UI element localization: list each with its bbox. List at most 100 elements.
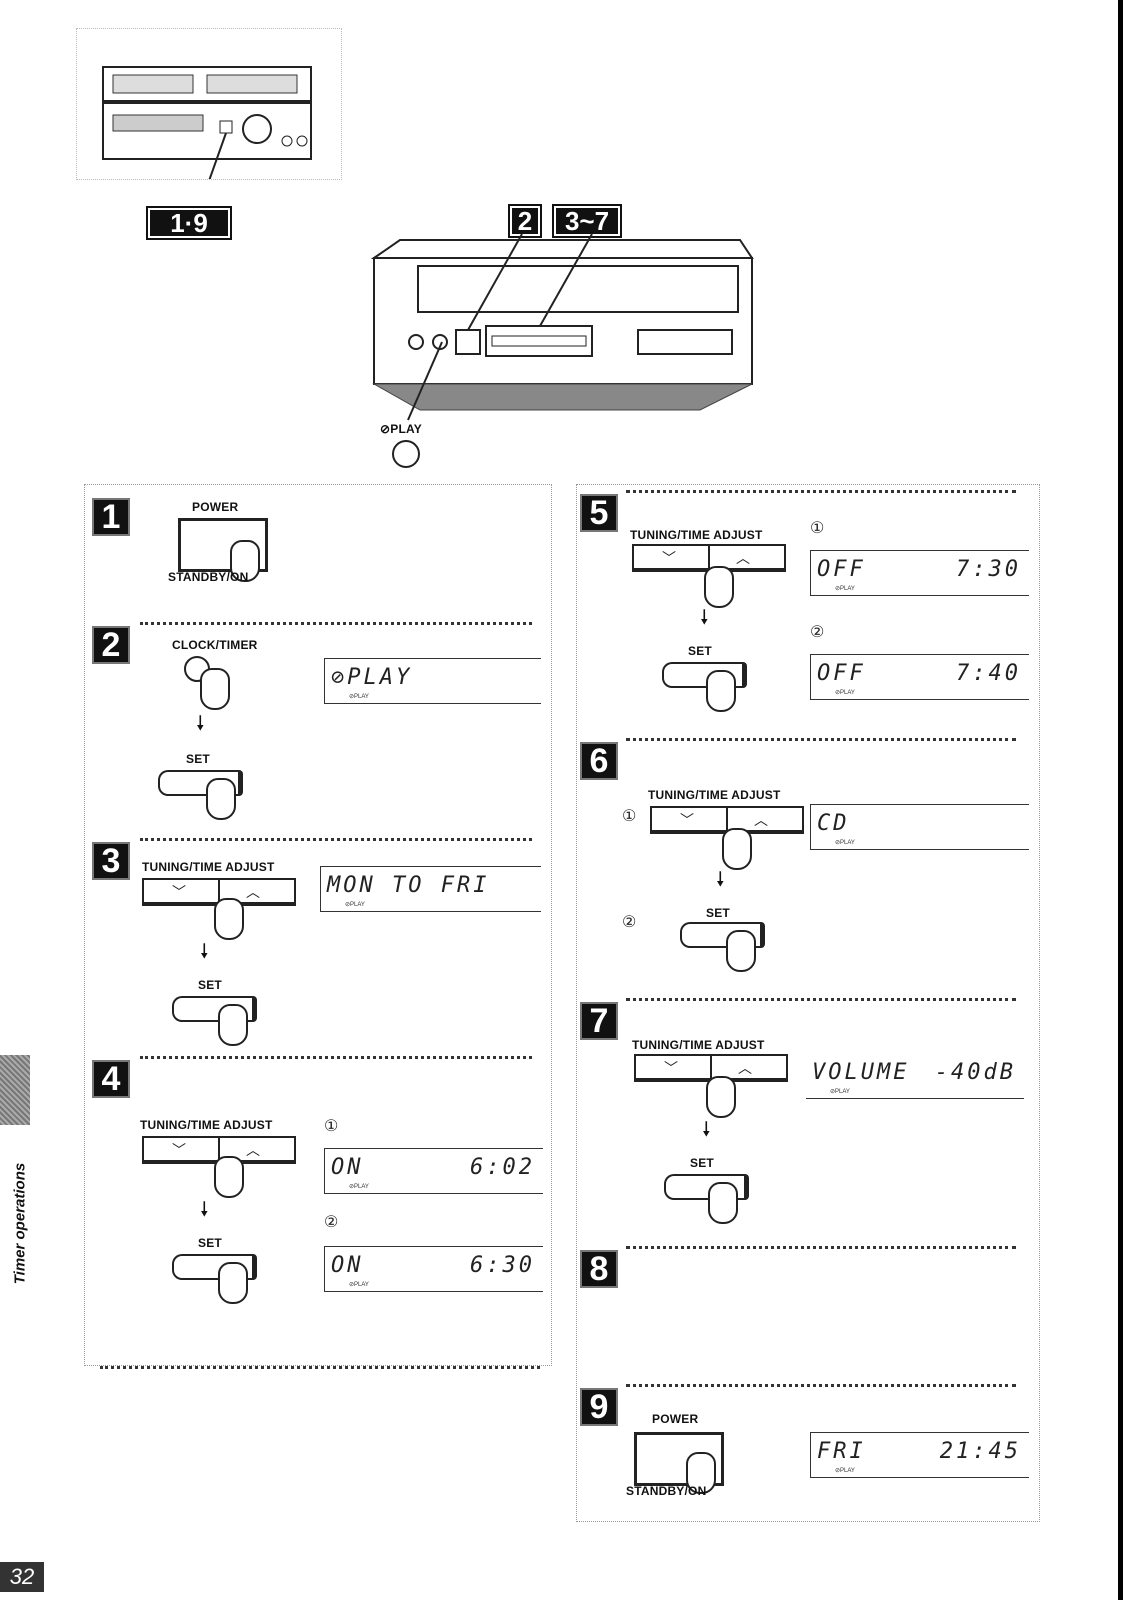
step-4-marker-2: ② [324,1214,339,1231]
divider [626,738,1016,741]
step-4-display-1-left: ON [331,1155,364,1180]
step-6-set-button[interactable] [680,922,765,948]
divider [100,1366,540,1369]
display-play-indicator: ⊘PLAY [830,1089,850,1095]
step-5-display-1: OFF 7:30 ⊘PLAY [810,550,1029,596]
chevron-down-icon[interactable]: ﹀ [172,1142,186,1158]
down-arrow-icon: 🠗 [200,941,209,963]
step-6-display: CD ⊘PLAY [810,804,1029,850]
step-4-display-1: ON 6:02 ⊘PLAY [324,1148,543,1194]
step-7-hand-icon [706,1076,736,1118]
main-unit-drawing [370,233,754,421]
play-button[interactable] [392,440,420,468]
section-tab [0,1055,30,1125]
right-steps-panel [576,484,1040,1522]
chevron-up-icon[interactable]: ︿ [736,550,750,566]
step-9-hand-icon [686,1452,716,1494]
step-4-display-2-left: ON [331,1253,364,1278]
down-arrow-icon: 🠗 [702,1119,711,1141]
step-4-display-2-right: 6:30 [470,1253,535,1278]
step-2-clock-timer-label: CLOCK/TIMER [172,638,258,652]
step-6-tuning-label: TUNING/TIME ADJUST [648,788,781,802]
step-5-marker-2: ② [810,624,825,641]
step-1-power-button[interactable] [178,518,268,572]
step-6-number: 6 [580,742,618,780]
left-steps-panel [84,484,552,1366]
chevron-up-icon[interactable]: ︿ [246,1142,260,1158]
step-3-hand-icon [218,1004,248,1046]
step-4-tuning-label: TUNING/TIME ADJUST [140,1118,273,1132]
down-arrow-icon: 🠗 [700,607,709,629]
step-3-set-label: SET [198,978,222,992]
step-9-display-left: FRI [817,1439,866,1464]
step-2-set-label: SET [186,752,210,766]
step-4-marker-1: ① [324,1118,339,1135]
page-number: 32 [0,1562,44,1592]
step-6-set-label: SET [706,906,730,920]
divider [626,1246,1016,1249]
step-3-hand-icon [214,898,244,940]
step-3-tuning-label: TUNING/TIME ADJUST [142,860,275,874]
chevron-up-icon[interactable]: ︿ [738,1060,752,1076]
chevron-down-icon[interactable]: ﹀ [664,1060,678,1076]
step-9-number: 9 [580,1388,618,1426]
step-4-hand-icon [218,1262,248,1304]
step-4-display-2: ON 6:30 ⊘PLAY [324,1246,543,1292]
down-arrow-icon: 🠗 [196,713,205,735]
main-unit-illustration [360,230,760,425]
step-8-number: 8 [580,1250,618,1288]
display-play-indicator: ⊘PLAY [349,694,369,700]
play-label: ⊘PLAY [380,422,422,436]
chevron-up-icon[interactable]: ︿ [246,884,260,900]
step-7-display-right: -40dB [934,1060,1016,1085]
step-2-hand-icon [206,778,236,820]
step-5-marker-1: ① [810,520,825,537]
step-9-display: FRI 21:45 ⊘PLAY [810,1432,1029,1478]
step-1-number: 1 [92,498,130,536]
step-7-number: 7 [580,1002,618,1040]
step-7-display-left: VOLUME [812,1060,910,1085]
divider [626,490,1016,493]
step-5-display-1-left: OFF [817,557,866,582]
step-6-marker-2: ② [622,914,637,931]
step-5-display-2-right: 7:40 [956,661,1021,686]
step-1-power-label: POWER [192,500,239,514]
step-2-number: 2 [92,626,130,664]
step-5-display-1-right: 7:30 [956,557,1021,582]
divider [626,1384,1016,1387]
step-5-set-label: SET [688,644,712,658]
stereo-system-drawing [102,66,312,210]
divider [140,1056,532,1059]
chevron-down-icon[interactable]: ﹀ [680,812,694,828]
step-7-hand-icon [708,1182,738,1224]
step-6-hand-icon [722,828,752,870]
step-5-number: 5 [580,494,618,532]
step-6-marker-1: ① [622,808,637,825]
step-6-display-text: CD [817,811,850,836]
step-5-display-2: OFF 7:40 ⊘PLAY [810,654,1029,700]
step-5-tuning-label: TUNING/TIME ADJUST [630,528,763,542]
step-9-power-button[interactable] [634,1432,724,1486]
step-7-tuning-label: TUNING/TIME ADJUST [632,1038,765,1052]
badge-power-steps: 1·9 [146,206,232,240]
step-6-hand-icon [726,930,756,972]
display-play-indicator: ⊘PLAY [349,1184,369,1190]
step-3-display: MON TO FRI ⊘PLAY [320,866,541,912]
down-arrow-icon: 🠗 [716,869,725,891]
right-edge-bar [1118,0,1123,1600]
step-2-hand-icon [200,668,230,710]
step-4-hand-icon [214,1156,244,1198]
display-play-indicator: ⊘PLAY [835,586,855,592]
step-9-standby-label: STANDBY/ON [626,1484,707,1498]
display-play-indicator: ⊘PLAY [345,902,365,908]
step-4-set-label: SET [198,1236,222,1250]
step-9-power-label: POWER [652,1412,699,1426]
chevron-up-icon[interactable]: ︿ [754,812,768,828]
chevron-down-icon[interactable]: ﹀ [662,550,676,566]
chevron-down-icon[interactable]: ﹀ [172,884,186,900]
step-5-hand-icon [706,670,736,712]
step-4-display-1-right: 6:02 [470,1155,535,1180]
down-arrow-icon: 🠗 [200,1199,209,1221]
section-label: Timer operations [11,1162,29,1285]
step-4-number: 4 [92,1060,130,1098]
